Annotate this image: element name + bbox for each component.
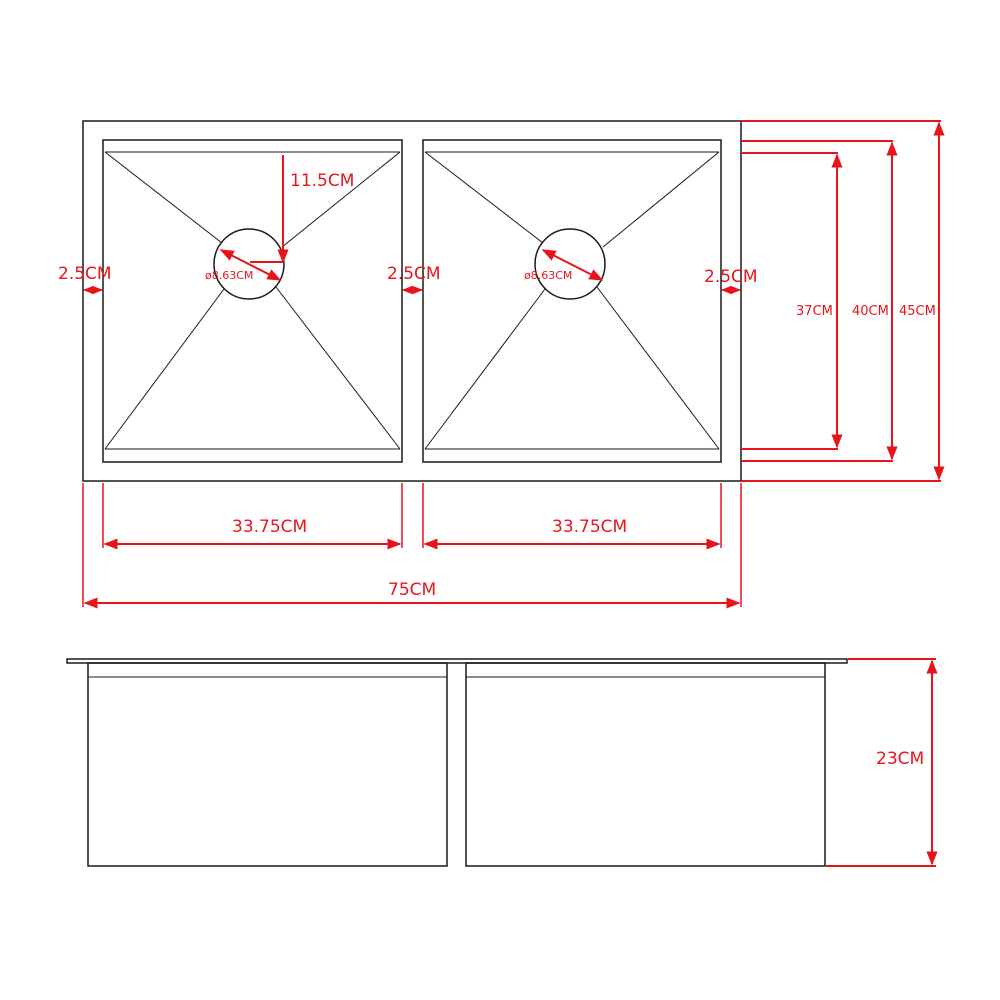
svg-text:11.5CM: 11.5CM (290, 171, 354, 191)
svg-text:23CM: 23CM (876, 749, 924, 769)
depth-45-dimension: 45CM (741, 120, 945, 482)
rim-left-dimension: 2.5CM (58, 264, 112, 295)
total-width-dimension: 75CM (82, 483, 742, 609)
svg-text:45CM: 45CM (899, 304, 936, 319)
svg-text:75CM: 75CM (388, 580, 436, 600)
drain-diameter-right: ø8.63CM (524, 249, 604, 282)
top-view (82, 120, 742, 482)
svg-text:37CM: 37CM (796, 304, 833, 319)
depth-40-dimension: 40CM (741, 140, 898, 462)
right-bowl (422, 139, 722, 463)
side-view (66, 658, 848, 867)
svg-text:33.75CM: 33.75CM (232, 517, 307, 537)
side-left-bowl (87, 662, 448, 867)
drain-diameter-left: ø8.63CM (205, 249, 282, 282)
svg-text:ø8.63CM: ø8.63CM (205, 269, 253, 282)
svg-text:2.5CM: 2.5CM (58, 264, 112, 284)
height-dimension: 23CM (826, 658, 938, 867)
rim-right-dimension: 2.5CM (704, 267, 758, 295)
rim-middle-dimension: 2.5CM (387, 264, 441, 295)
svg-text:2.5CM: 2.5CM (387, 264, 441, 284)
left-bowl (102, 139, 403, 463)
bowl-width-right-dimension: 33.75CM (422, 483, 722, 550)
svg-text:40CM: 40CM (852, 304, 889, 319)
drain-hole-left (213, 228, 285, 300)
svg-text:2.5CM: 2.5CM (704, 267, 758, 287)
svg-text:ø8.63CM: ø8.63CM (524, 269, 572, 282)
bowl-width-left-dimension: 33.75CM (102, 483, 403, 550)
side-right-bowl (465, 662, 826, 867)
drain-hole-right (534, 228, 606, 300)
depth-37-dimension: 37CM (741, 152, 843, 450)
svg-text:33.75CM: 33.75CM (552, 517, 627, 537)
sink-outer-rim (82, 120, 742, 482)
drain-offset-dimension: 11.5CM (250, 155, 354, 264)
